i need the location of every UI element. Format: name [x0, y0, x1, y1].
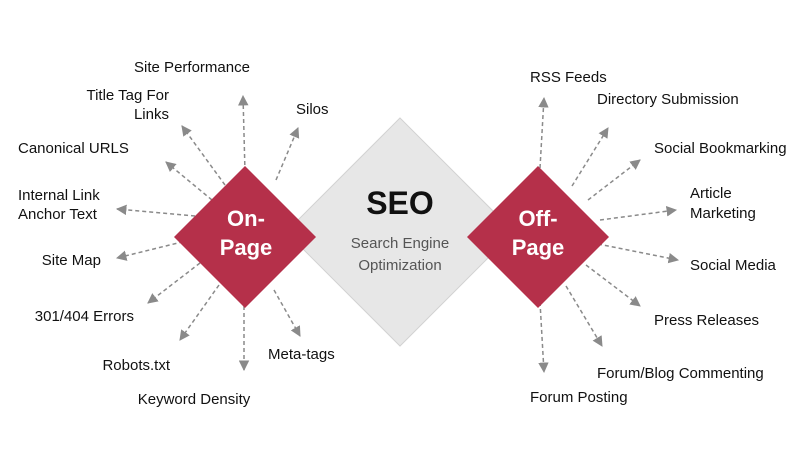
on-page-item-canonical-urls: Canonical URLS — [18, 140, 129, 157]
off-page-label-line1: Off- — [518, 206, 557, 231]
on-page-label-line1: On- — [227, 206, 265, 231]
arrow-301-404 — [147, 262, 201, 304]
arrow-article-marketing — [599, 206, 678, 221]
arrow-robots — [179, 284, 220, 341]
off-page-label-line2: Page — [512, 235, 565, 260]
on-page-item-internal-link: Internal Link — [18, 187, 100, 204]
on-page-item-title-tag: Title Tag For — [86, 87, 169, 104]
on-page-item-site-performance: Site Performance — [134, 59, 250, 76]
arrow-internal-link — [115, 204, 196, 217]
arrow-silos — [275, 127, 300, 181]
seo-title: SEO — [366, 185, 434, 221]
on-page-item-links: Links — [134, 106, 169, 123]
on-page-diamond — [174, 166, 316, 308]
off-page-item-social-bookmarking: Social Bookmarking — [654, 140, 787, 157]
arrow-site-map — [115, 239, 191, 261]
off-page-item-press-releases: Press Releases — [654, 312, 759, 329]
arrow-social-bookmarking — [587, 159, 641, 201]
arrow-rss-feeds — [538, 96, 549, 169]
on-page-item-keyword-density: Keyword Density — [138, 391, 251, 408]
on-page-item-silos: Silos — [296, 101, 329, 118]
off-page-item-directory-submission: Directory Submission — [597, 91, 739, 108]
arrow-press-releases — [585, 264, 641, 307]
seo-center-diamond — [285, 117, 515, 347]
arrow-site-performance — [238, 94, 249, 173]
off-page-item-rss-feeds: RSS Feeds — [530, 69, 607, 86]
arrow-canonical-urls — [165, 161, 213, 201]
arrow-forum-blog — [565, 285, 603, 347]
arrow-forum-posting — [538, 301, 549, 374]
seo-subtitle-line2: Optimization — [358, 257, 441, 274]
arrow-meta-tags — [273, 289, 301, 337]
off-page-item-forum-posting: Forum Posting — [530, 389, 628, 406]
on-page-label-line2: Page — [220, 235, 273, 260]
on-page-item-site-map: Site Map — [42, 252, 101, 269]
arrow-title-tag — [181, 125, 226, 186]
arrow-directory-submission — [571, 127, 609, 187]
on-page-item-anchor-text: Anchor Text — [18, 206, 98, 223]
on-page-arrows — [115, 94, 301, 372]
off-page-item-marketing: Marketing — [690, 205, 756, 222]
on-page-item-301-404: 301/404 Errors — [35, 308, 134, 325]
off-page-item-forum-blog-commenting: Forum/Blog Commenting — [597, 365, 764, 382]
on-page-item-robots: Robots.txt — [102, 357, 170, 374]
off-page-diamond — [467, 166, 609, 308]
seo-subtitle-line1: Search Engine — [351, 235, 449, 252]
off-page-item-article: Article — [690, 185, 732, 202]
off-page-item-social-media: Social Media — [690, 257, 777, 274]
arrow-social-media — [597, 243, 680, 264]
on-page-item-meta-tags: Meta-tags — [268, 346, 335, 363]
off-page-arrows — [538, 96, 680, 374]
